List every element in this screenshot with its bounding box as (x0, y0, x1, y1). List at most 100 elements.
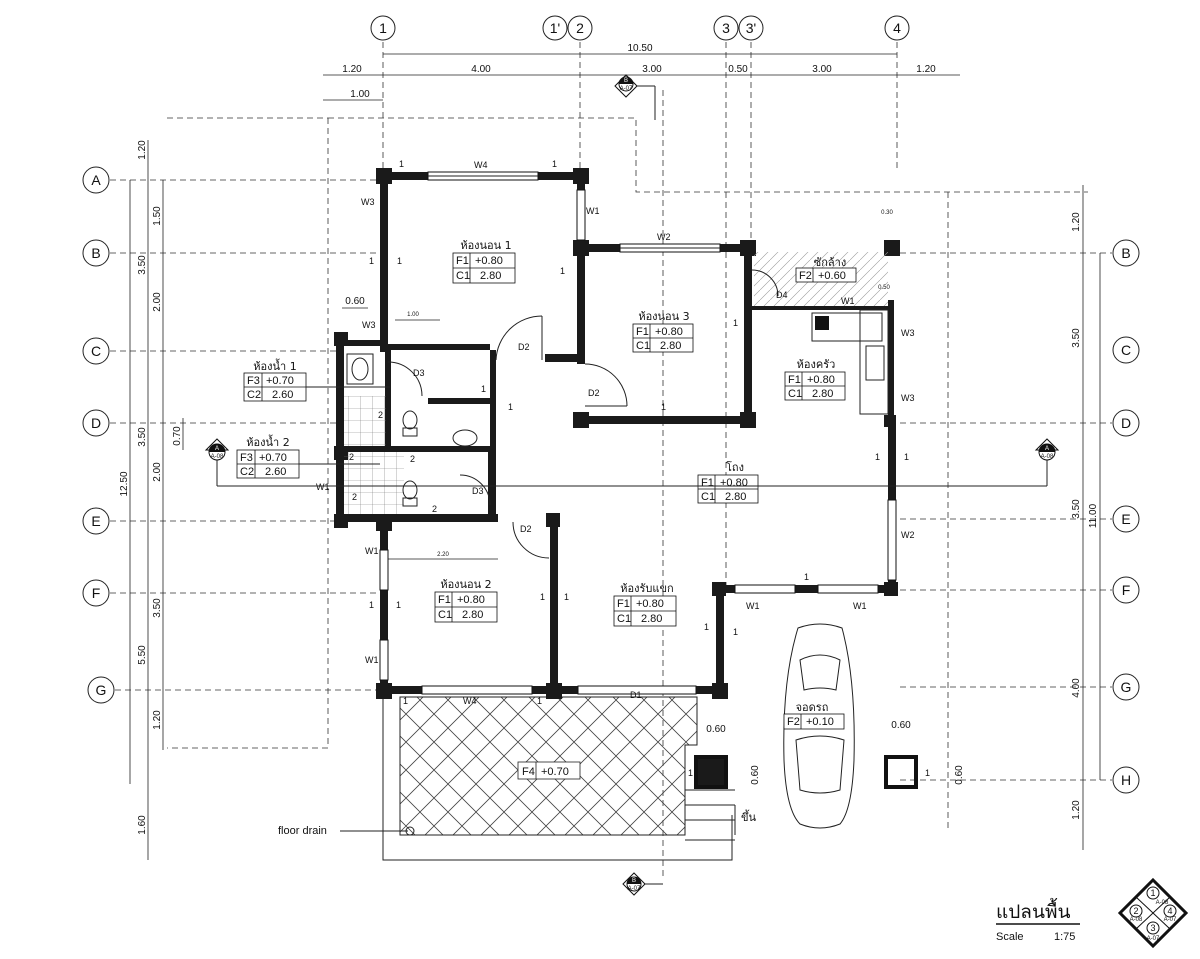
room-bedroom-2[interactable]: ห้องนอน 2 F1 +0.80 C1 2.80 (434, 578, 498, 623)
svg-text:3': 3' (746, 20, 756, 36)
grid-row-bubbles-right: B C D E F G H (1112, 239, 1140, 794)
floor-drain: floor drain (278, 825, 415, 837)
svg-text:F1: F1 (617, 598, 630, 610)
svg-text:1: 1 (508, 402, 513, 412)
svg-text:+0.60: +0.60 (818, 270, 846, 282)
svg-text:1: 1 (733, 318, 738, 328)
svg-text:ขึ้น: ขึ้น (741, 809, 757, 824)
svg-text:+0.70: +0.70 (541, 766, 569, 778)
svg-text:2.80: 2.80 (462, 609, 483, 621)
room-bathroom-1[interactable]: ห้องน้ำ 1 F3 +0.70 C2 2.60 (243, 358, 390, 402)
grid-row-bubbles-left: A B C D E F G (82, 166, 115, 704)
section-marker-B-top[interactable]: B A-07 (614, 74, 656, 120)
svg-text:2.80: 2.80 (641, 613, 662, 625)
grid-bubble-row-A-left[interactable]: A (82, 166, 110, 194)
grid-bubble-row-C-right[interactable]: C (1112, 336, 1140, 364)
svg-text:+0.80: +0.80 (807, 374, 835, 386)
grid-bubble-col-1[interactable]: 1 (370, 15, 396, 41)
grid-bubble-col-3[interactable]: 3 (713, 15, 739, 41)
section-marker-A-right[interactable]: A A-08 (1034, 438, 1060, 461)
svg-text:A-07: A-07 (620, 86, 633, 92)
svg-text:0.60: 0.60 (345, 296, 365, 307)
scale-value: 1:75 (1054, 931, 1075, 943)
room-laundry[interactable]: ซักล้าง F2 +0.60 (795, 256, 857, 283)
svg-text:A-07: A-07 (628, 886, 641, 892)
svg-text:D2: D2 (588, 388, 600, 398)
grid-lines (110, 42, 1112, 880)
svg-text:1: 1 (379, 20, 387, 36)
svg-text:D1: D1 (630, 690, 642, 700)
svg-text:0.60: 0.60 (891, 720, 911, 731)
svg-text:ซักล้าง: ซักล้าง (814, 256, 846, 269)
doors (387, 269, 779, 559)
svg-text:+0.80: +0.80 (720, 477, 748, 489)
svg-text:1: 1 (540, 592, 545, 602)
svg-text:5.50: 5.50 (137, 645, 148, 665)
svg-text:4.00: 4.00 (471, 64, 491, 75)
grid-bubble-row-D-left[interactable]: D (82, 409, 110, 437)
svg-text:C1: C1 (456, 270, 470, 282)
grid-bubble-row-F-left[interactable]: F (82, 579, 110, 607)
svg-text:2.80: 2.80 (480, 270, 501, 282)
grid-bubble-col-3prime[interactable]: 3' (738, 15, 764, 41)
room-bedroom-3[interactable]: ห้องนอน 3 F1 +0.80 C1 2.80 (632, 310, 694, 353)
svg-text:4.00: 4.00 (1071, 678, 1082, 698)
room-bedroom-1[interactable]: ห้องนอน 1 F1 +0.80 C1 2.80 (452, 239, 516, 284)
svg-text:2: 2 (1133, 906, 1138, 916)
svg-text:โถง: โถง (726, 460, 744, 474)
grid-bubble-row-B-left[interactable]: B (82, 239, 110, 267)
svg-text:W1: W1 (841, 296, 855, 306)
svg-text:2.60: 2.60 (265, 466, 286, 478)
svg-text:1: 1 (733, 627, 738, 637)
svg-text:1: 1 (399, 159, 404, 169)
svg-text:1: 1 (904, 452, 909, 462)
svg-text:G: G (96, 682, 107, 698)
svg-text:W1: W1 (316, 482, 330, 492)
section-marker-A-left[interactable]: A A-08 (204, 438, 1048, 487)
svg-text:จอดรถ: จอดรถ (796, 701, 829, 714)
grid-bubble-row-G-right[interactable]: G (1112, 673, 1140, 701)
svg-text:D: D (91, 415, 101, 431)
svg-text:F2: F2 (799, 270, 812, 282)
grid-bubble-row-F-right[interactable]: F (1112, 576, 1140, 604)
svg-text:E: E (1121, 511, 1130, 527)
grid-bubble-row-C-left[interactable]: C (82, 337, 110, 365)
svg-text:1.20: 1.20 (137, 140, 148, 160)
svg-text:W2: W2 (901, 530, 915, 540)
room-kitchen[interactable]: ห้องครัว F1 +0.80 C1 2.80 (784, 358, 846, 401)
plumbing-fixtures (346, 309, 889, 507)
svg-text:B: B (624, 78, 628, 84)
windows (379, 171, 897, 695)
room-carport[interactable]: จอดรถ F2 +0.10 (783, 701, 845, 730)
walls (334, 168, 918, 789)
svg-text:3.50: 3.50 (152, 598, 163, 618)
grid-bubble-row-G-left[interactable]: G (87, 676, 115, 704)
svg-text:0.70: 0.70 (172, 426, 183, 446)
grid-bubble-row-H-right[interactable]: H (1112, 766, 1140, 794)
svg-text:1.20: 1.20 (916, 64, 936, 75)
room-hall[interactable]: โถง F1 +0.80 C1 2.80 (697, 460, 759, 504)
grid-bubble-row-D-right[interactable]: D (1112, 409, 1140, 437)
section-marker-B-bottom[interactable]: B A-07 (622, 872, 663, 896)
svg-text:1: 1 (875, 452, 880, 462)
svg-text:F1: F1 (438, 594, 451, 606)
svg-text:+0.80: +0.80 (457, 594, 485, 606)
grid-bubble-col-1prime[interactable]: 1' (542, 15, 568, 41)
key-plan-icon: 1 2 3 4 A-08 A-08 A-07 A-07 (1117, 877, 1189, 949)
svg-text:ห้องน้ำ 1: ห้องน้ำ 1 (253, 358, 296, 373)
terrace-area: F4 +0.70 (382, 690, 733, 861)
window-tags: W4 W1 W2 W3 W3 W3 W3 W1 W1 W1 W2 W1 W1 W… (316, 160, 915, 706)
svg-text:F1: F1 (456, 255, 469, 267)
svg-text:1.20: 1.20 (1071, 212, 1082, 232)
room-bathroom-2[interactable]: ห้องน้ำ 2 F3 +0.70 C2 2.60 (236, 434, 380, 479)
grid-bubble-row-E-right[interactable]: E (1112, 505, 1140, 533)
grid-bubble-col-4[interactable]: 4 (884, 15, 910, 41)
svg-text:0.60: 0.60 (706, 724, 726, 735)
grid-bubble-col-2[interactable]: 2 (567, 15, 593, 41)
svg-text:W4: W4 (463, 696, 477, 706)
svg-text:B: B (91, 245, 100, 261)
grid-bubble-row-B-right[interactable]: B (1112, 239, 1140, 267)
room-living[interactable]: ห้องรับแขก F1 +0.80 C1 2.80 (613, 582, 677, 627)
grid-bubble-row-E-left[interactable]: E (82, 507, 110, 535)
